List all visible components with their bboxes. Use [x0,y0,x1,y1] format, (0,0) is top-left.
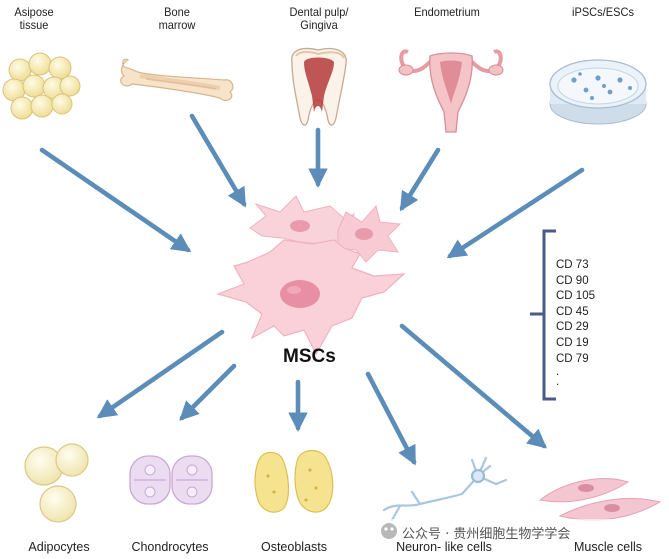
marker-item: . [556,366,560,379]
marker-list: CD 73 CD 90 CD 105 CD 45 CD 29 CD 19 CD … [556,258,595,389]
marker-item: CD 19 [556,336,589,349]
tooth-illustration [291,47,347,126]
watermark-text: 公众号 · 贵州细胞生物学学会 [402,527,571,542]
bone-marrow-illustration [120,58,234,102]
arrow-msc-to-muscle [399,323,547,449]
petri-dish-illustration [549,59,647,125]
marker-item: CD 79 [556,352,589,365]
marker-item: CD 105 [556,290,595,303]
arrow-bone-to-msc [189,113,247,208]
arrow-msc-to-neuron [365,371,417,466]
muscle-cells-illustration [538,478,662,521]
uterus-illustration [398,49,504,133]
adipocytes-illustration [24,443,89,523]
source-label-adipose: Asipose tissue [14,5,54,32]
marker-item: CD 90 [556,274,589,287]
arrow-endometrium-to-msc [399,147,441,212]
source-label-endometrium: Endometrium [414,5,480,19]
arrow-adipose-to-msc [39,147,192,253]
marker-item: . [556,376,560,389]
marker-bracket [542,229,556,401]
chondrocytes-illustration [129,455,213,505]
arrow-msc-to-chondrocytes [179,363,237,421]
output-label-neuron: Neuron- like cells [396,540,492,554]
source-label-bone-marrow: Bone marrow [158,5,196,32]
adipose-tissue-illustration [2,52,81,120]
output-label-muscle: Muscle cells [573,540,643,554]
source-label-dental: Dental pulp/ Gingiva [289,5,349,32]
output-label-adipocytes: Adipocytes [28,540,90,554]
output-label-chondrocytes: Chondrocytes [131,540,209,554]
arrow-ipsc-to-msc [446,167,585,259]
msc-cells-illustration [216,195,406,356]
watermark-badge [376,519,650,543]
output-label-osteoblasts: Osteoblasts [260,540,327,554]
marker-item: CD 73 [556,259,589,271]
marker-item: CD 45 [556,305,589,318]
neuron-illustration [382,456,508,522]
marker-item: CD 29 [556,321,589,334]
arrow-msc-to-adipocytes [96,329,225,419]
source-label-ipsc: iPSCs/ESCs [572,5,634,19]
msc-label: MSCs [283,346,336,367]
osteoblasts-illustration [254,449,334,513]
